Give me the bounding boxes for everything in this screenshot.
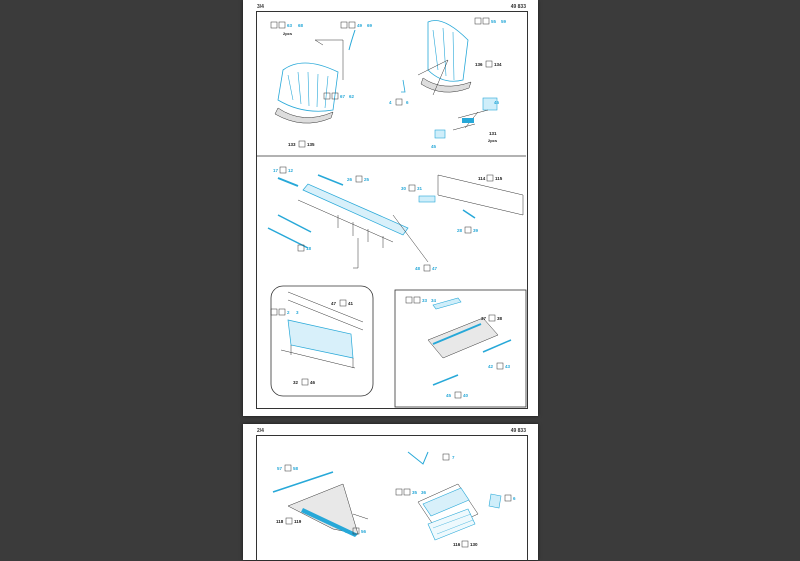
label: 46 — [310, 380, 316, 385]
label: 32 — [293, 380, 299, 385]
label: 115 — [495, 176, 503, 181]
label: 57 — [277, 466, 283, 471]
step-seat-right: 55 59 136 134 4 6 45 131 2pcs — [389, 17, 507, 149]
label: 114 — [478, 176, 486, 181]
label: 49 — [357, 23, 363, 28]
label: 69 — [367, 23, 373, 28]
label: 25 — [364, 177, 370, 182]
label: 45 — [431, 144, 437, 149]
instruction-page-1: 3/4 49 833 63 68 2pcs 49 69 — [243, 0, 538, 416]
label: 42 — [488, 364, 494, 369]
label: 17 — [273, 168, 279, 173]
label: 30 — [401, 186, 407, 191]
label: 56 — [361, 529, 367, 534]
label: 47 — [432, 266, 438, 271]
label: 28 — [457, 228, 463, 233]
assembly-diagram-page-2: 57 58 118 119 55 56 7 35 — [272, 451, 516, 548]
label: 119 — [294, 519, 302, 524]
label: 31 — [417, 186, 423, 191]
label: 6 — [513, 496, 516, 501]
label: 48 — [415, 266, 421, 271]
label: 2pcs — [488, 138, 498, 143]
step-panel-right: 7 35 36 6 116 130 — [395, 451, 516, 548]
label: 2pcs — [283, 31, 293, 36]
kit-number: 49 833 — [510, 4, 526, 10]
label: 118 — [276, 519, 284, 524]
label: 63 — [287, 23, 293, 28]
assembly-diagram-page-1: 63 68 2pcs 49 69 67 62 133 135 — [256, 17, 527, 408]
step-seat-left: 63 68 2pcs 49 69 67 62 133 135 — [270, 21, 373, 148]
label: 67 — [340, 94, 346, 99]
instruction-page-2: 2/4 49 833 57 58 118 119 55 56 — [243, 424, 538, 561]
label: 26 — [347, 177, 353, 182]
label: 59 — [501, 19, 507, 24]
label: 68 — [298, 23, 304, 28]
page-number: 3/4 — [257, 4, 264, 10]
steps-frame — [256, 11, 528, 409]
label: 3 — [296, 310, 299, 315]
label: 58 — [293, 466, 299, 471]
label: 36 — [421, 490, 427, 495]
step-detail-left: 47 41 2 3 32 46 — [270, 285, 374, 397]
label: 6 — [406, 100, 409, 105]
label: 35 — [412, 490, 418, 495]
label: 55 — [345, 529, 351, 534]
label: 43 — [505, 364, 511, 369]
label: 116 — [453, 542, 461, 547]
label: 2 — [287, 310, 290, 315]
label: 4 — [389, 100, 392, 105]
label: 45 — [446, 393, 452, 398]
label: 38 — [497, 316, 503, 321]
page-number: 2/4 — [257, 428, 264, 434]
label: 135 — [307, 142, 315, 147]
label: 41 — [348, 301, 354, 306]
label: 47 — [331, 301, 337, 306]
label: 62 — [349, 94, 355, 99]
step-wing-part: 57 58 118 119 55 56 — [272, 464, 369, 537]
step-rail: 17 12 26 25 18 30 31 — [267, 166, 524, 272]
label: 133 — [288, 142, 296, 147]
steps-frame — [256, 435, 528, 561]
label: 130 — [470, 542, 478, 547]
step-detail-right: 33 34 37 38 42 43 45 40 — [394, 289, 527, 408]
label: 37 — [481, 316, 487, 321]
kit-number: 49 833 — [510, 428, 526, 434]
label: 55 — [491, 19, 497, 24]
label: 134 — [494, 62, 502, 67]
label: 39 — [473, 228, 479, 233]
label: 18 — [306, 246, 312, 251]
label: 131 — [489, 131, 497, 136]
label: 33 — [422, 298, 428, 303]
label: 34 — [431, 298, 437, 303]
label: 12 — [288, 168, 294, 173]
label: 7 — [452, 455, 455, 460]
label: 45 — [494, 100, 500, 105]
label: 40 — [463, 393, 469, 398]
label: 136 — [475, 62, 483, 67]
